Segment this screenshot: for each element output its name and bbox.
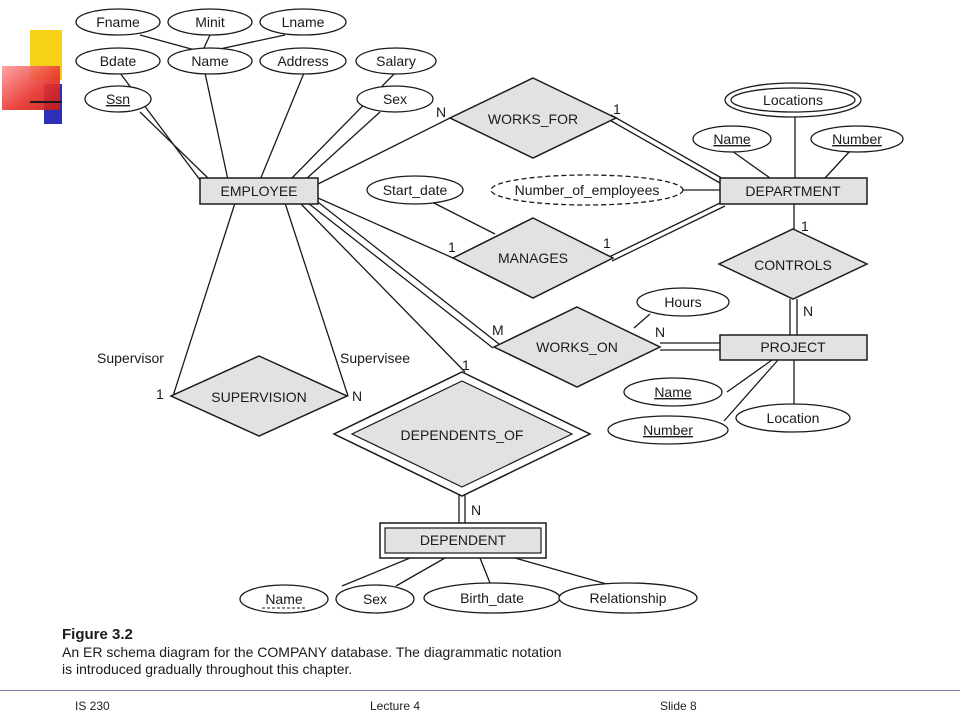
attribute-fname-label: Fname [96, 14, 140, 30]
entity-dependent-label: DEPENDENT [420, 532, 507, 548]
attribute-proj-number-label: Number [643, 422, 693, 438]
attribute-address-label: Address [277, 53, 328, 69]
relationship-works-on: WORKS_ON [492, 306, 662, 388]
cardinality-controls-department: 1 [801, 218, 809, 234]
attribute-dep-name-label: Name [265, 591, 303, 607]
cardinality-dependents-of-employee: 1 [462, 357, 470, 373]
attribute-sex-label: Sex [383, 91, 407, 107]
attribute-proj-location [735, 403, 851, 433]
attribute-fname [75, 8, 161, 36]
attribute-start-date-label: Start_date [383, 182, 448, 198]
attribute-lname-label: Lname [282, 14, 325, 30]
cardinality-manages-employee: 1 [448, 239, 456, 255]
slide-corner-decoration [2, 30, 62, 124]
figure-number: Figure 3.2 [62, 626, 133, 643]
entity-department: DEPARTMENT [719, 177, 868, 205]
attribute-dept-number-label: Number [832, 131, 882, 147]
relationship-controls-label: CONTROLS [754, 257, 832, 273]
attribute-address [259, 47, 347, 75]
attribute-proj-name-label: Name [654, 384, 692, 400]
attribute-name [167, 47, 253, 75]
caption-line-2: is introduced gradually throughout this … [62, 661, 353, 677]
identifying-relationship-dependents-of: DEPENDENTS_OF [332, 371, 592, 497]
attribute-dep-sex [335, 584, 415, 614]
attribute-salary-label: Salary [376, 53, 416, 69]
attribute-name-label: Name [191, 53, 229, 69]
attribute-dep-name [239, 584, 329, 614]
relationship-controls: CONTROLS [717, 228, 869, 300]
relationship-manages-label: MANAGES [498, 250, 568, 266]
cardinality-works-on-employee: M [492, 322, 504, 338]
role-supervisee-label: Supervisee [340, 350, 410, 366]
attribute-locations-label: Locations [763, 92, 823, 108]
footer-course: IS 230 [75, 699, 110, 713]
entity-project-label: PROJECT [760, 339, 826, 355]
attribute-hours-label: Hours [664, 294, 701, 310]
red-square-decoration [2, 66, 60, 110]
relationship-supervision-label: SUPERVISION [211, 389, 306, 405]
entity-project: PROJECT [719, 334, 868, 361]
attribute-sex [356, 85, 434, 113]
footer-slide-number: Slide 8 [660, 699, 697, 713]
attribute-proj-name [623, 377, 723, 407]
attribute-hours [636, 287, 730, 317]
attribute-relationship [558, 582, 698, 614]
relationship-dependents-of-label: DEPENDENTS_OF [401, 427, 524, 443]
attribute-ssn-label: Ssn [106, 91, 130, 107]
relationship-works-for-label: WORKS_FOR [488, 111, 578, 127]
attribute-ssn [84, 85, 152, 113]
cardinality-works-on-project: N [655, 324, 665, 340]
attribute-relationship-label: Relationship [589, 590, 666, 606]
cardinality-dependents-of-dependent: N [471, 502, 481, 518]
attribute-proj-location-label: Location [767, 410, 820, 426]
relationship-manages: MANAGES [451, 217, 615, 299]
attribute-proj-number [607, 415, 729, 445]
cardinality-manages-department: 1 [603, 235, 611, 251]
cardinality-supervision-supervisor: 1 [156, 386, 164, 402]
er-diagram: EMPLOYEE DEPARTMENT PROJECT DEPENDENT WO… [75, 8, 904, 614]
attribute-dept-number [810, 125, 904, 153]
cardinality-controls-project: N [803, 303, 813, 319]
attribute-lname [259, 8, 347, 36]
attribute-salary [355, 47, 437, 75]
attribute-bdate-label: Bdate [100, 53, 137, 69]
weak-entity-dependent: DEPENDENT [379, 522, 547, 559]
attribute-start-date [366, 175, 464, 205]
entity-department-label: DEPARTMENT [745, 183, 841, 199]
attribute-minit [167, 8, 253, 36]
cardinality-works-for-department: 1 [613, 101, 621, 117]
relationship-supervision: SUPERVISION [169, 355, 349, 437]
role-supervisor-label: Supervisor [97, 350, 164, 366]
footer-lecture: Lecture 4 [370, 699, 421, 713]
attribute-minit-label: Minit [195, 14, 225, 30]
attribute-dept-name [692, 125, 772, 153]
footer-divider [0, 690, 960, 691]
relationship-works-for: WORKS_FOR [448, 77, 618, 159]
attribute-bdate [75, 47, 161, 75]
entity-employee: EMPLOYEE [199, 177, 319, 205]
attribute-number-of-employees-label: Number_of_employees [515, 182, 660, 198]
entity-employee-label: EMPLOYEE [220, 183, 297, 199]
figure-caption: Figure 3.2 An ER schema diagram for the … [62, 626, 782, 678]
caption-line-1: An ER schema diagram for the COMPANY dat… [62, 644, 562, 660]
derived-attribute-number-of-employees [490, 174, 684, 206]
attribute-birth-date-label: Birth_date [460, 590, 524, 606]
attribute-dept-name-label: Name [713, 131, 751, 147]
cardinality-works-for-employee: N [436, 104, 446, 120]
relationship-works-on-label: WORKS_ON [536, 339, 618, 355]
attribute-dep-sex-label: Sex [363, 591, 387, 607]
cardinality-supervision-supervisee: N [352, 388, 362, 404]
